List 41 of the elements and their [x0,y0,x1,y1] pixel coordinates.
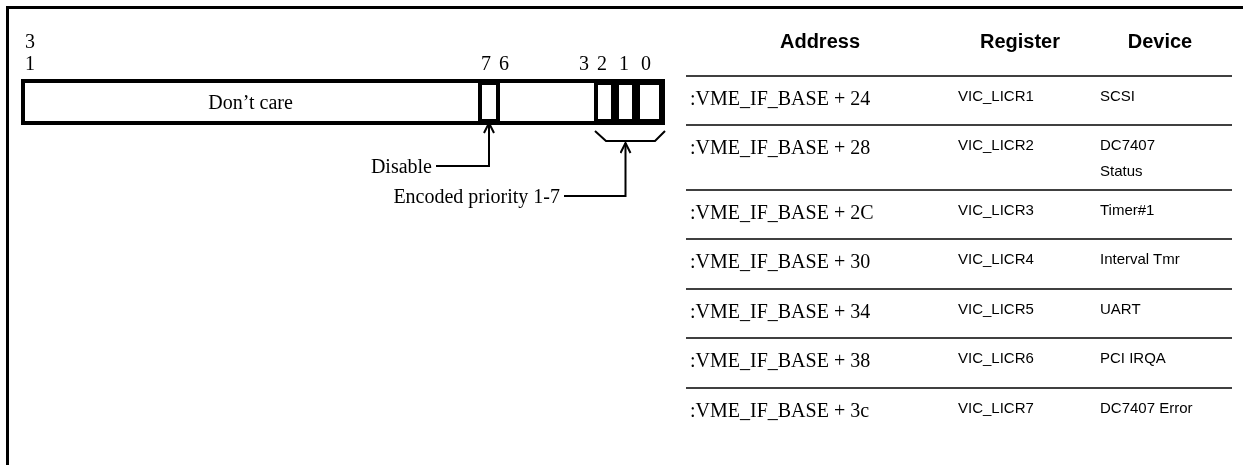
bit-number: 3 [25,30,35,52]
table-cell-text: SCSI [1100,86,1135,106]
leader-line [435,122,495,167]
table-cell-text: VIC_LICR3 [958,200,1034,220]
bit-cell [594,81,615,123]
bit-number: 1 [619,52,629,74]
leader-line [563,142,632,197]
bit-cell [636,81,663,123]
table-cell: :VME_IF_BASE + 2C [690,201,874,224]
callout-label: Disable [350,153,432,179]
bit-number: 1 [25,52,35,74]
table-cell: :VME_IF_BASE + 34 [690,300,871,323]
table-cell-text: UART [1100,299,1141,319]
table-cell-text: Timer#1 [1100,200,1155,220]
bit-number: 0 [641,52,651,74]
table-cell-text: PCI IRQA [1100,348,1166,368]
bit-cell [615,81,636,123]
table-cell: :VME_IF_BASE + 24 [690,87,871,110]
table-cell: :VME_IF_BASE + 30 [690,250,871,273]
callout-label: Encoded priority 1-7 [330,183,560,209]
table-cell-text: VIC_LICR1 [958,86,1034,106]
bit-number: 6 [499,52,509,74]
table-cell: :VME_IF_BASE + 28 [690,136,871,159]
table-cell-text: VIC_LICR2 [958,135,1034,155]
table-cell-text: DC7407 Status [1100,135,1157,181]
bit-number: 2 [597,52,607,74]
bit-number: 7 [481,52,491,74]
column-header: Register [979,30,1061,53]
table-cell: :VME_IF_BASE + 38 [690,349,871,372]
table-cell-text: DC7407 Error [1100,398,1193,418]
bit-number: 3 [579,52,589,74]
table-cell-text: VIC_LICR7 [958,398,1034,418]
table-cell-text: Interval Tmr [1100,249,1180,269]
bit-cell [478,81,500,123]
column-header: Device [1126,30,1194,53]
table-cell-text: VIC_LICR4 [958,249,1034,269]
bit-field: Don’t care [23,81,478,123]
table-cell-text: VIC_LICR6 [958,348,1034,368]
table-cell: :VME_IF_BASE + 3c [690,399,870,422]
column-header: Address [779,30,861,53]
table-cell-text: VIC_LICR5 [958,299,1034,319]
